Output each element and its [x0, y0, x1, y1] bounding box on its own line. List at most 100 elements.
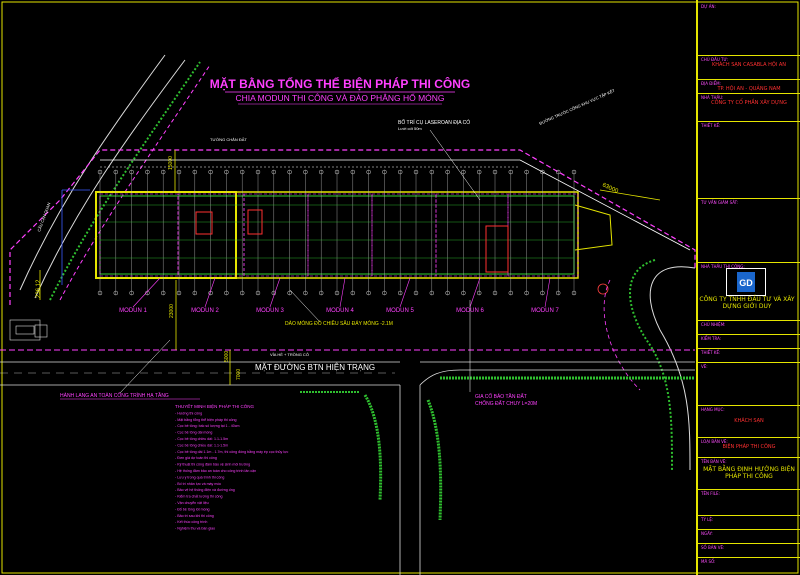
note-boundary-left: CẦU CẠN QUAN [36, 202, 51, 233]
grid-bubble [334, 290, 340, 296]
grid-bubble [508, 290, 513, 296]
legend-line: - Cọc bê tông: bấc số lượng tại 1 - 40cm [175, 424, 240, 428]
drawing-subtitle: CHIA MODUN THI CÔNG VÀ ĐÀO PHẲNG HỐ MÓNG [235, 92, 444, 103]
grid-bubble [271, 169, 276, 175]
grid-bubble [445, 169, 450, 175]
module-zone [435, 193, 509, 277]
legend-line: - Bố trí nhân lực và máy móc [175, 482, 221, 486]
tb-project-label: DỰ ÁN: [701, 4, 716, 9]
grid-bubble [129, 169, 134, 175]
legend-line: - Đơn giá dự toán thi công [175, 456, 217, 460]
grid-bubble [540, 290, 545, 296]
tb-supervisor-label: TƯ VẤN GIÁM SÁT: [701, 200, 739, 205]
legend-line: - Cọc bê tông dài móng [175, 431, 212, 435]
grid-bubble [303, 169, 308, 175]
module-leaders [132, 277, 551, 308]
module-label: MODUN 1 [119, 308, 147, 314]
grid-bubble [382, 169, 387, 175]
tb-number: MÃ SỐ: [698, 557, 800, 573]
grid-bubble [508, 169, 513, 175]
legend-line: - Hệ thống đảm bảo an toàn cho công trìn… [175, 469, 256, 473]
grid-bubble [350, 169, 355, 175]
grid-bubble [255, 169, 261, 175]
existing-structure [9, 319, 48, 341]
grid-bubble [571, 290, 577, 296]
grid-bubble [413, 290, 419, 296]
grid-bubble [571, 169, 577, 175]
stair-core [247, 209, 263, 235]
grid-bubble [271, 290, 276, 296]
grid-bubble [524, 290, 529, 296]
tb-manager-label: CHỦ NHIỆM: [701, 322, 726, 327]
tb-address-value: TP. HỘI AN - QUẢNG NAM [717, 86, 781, 92]
grid-bubble [540, 169, 545, 175]
tb-checker: KIỂM TRA: [698, 334, 800, 348]
legend-line: - Vận chuyển vật liệu [175, 501, 209, 505]
grid-bubble [192, 290, 198, 296]
grid-bubble [556, 290, 561, 296]
tb-drawing-name-value: MẶT BẰNG ĐỊNH HƯỚNG BIỆN PHÁP THI CÔNG [703, 466, 795, 480]
grid-bubble [398, 290, 403, 296]
tb-scale-label: TỶ LỆ: [701, 517, 714, 522]
note-support-sub: CHỐNG ĐẤT CHUY L=20M [475, 400, 537, 407]
dim-c: 7000 [236, 369, 242, 380]
grid-bubble [224, 169, 229, 175]
grid-bubble [113, 290, 119, 296]
right-wall [519, 159, 691, 251]
main-road [0, 349, 695, 575]
legend-line: - Nghiệm thu và bàn giao [175, 527, 215, 531]
legend-line: - Mặt bằng tổng thể biện pháp thi công [175, 417, 237, 422]
grid-bubble [176, 290, 182, 296]
module-label: MODUN 3 [256, 308, 284, 314]
grid-bubble [429, 169, 434, 175]
grid-bubble [287, 169, 292, 175]
tb-owner-label: CHỦ ĐẦU TƯ: [701, 57, 729, 62]
tb-checker-label: KIỂM TRA: [701, 336, 722, 341]
tb-date-label: NGÀY: [701, 531, 713, 536]
grid-bubble [366, 290, 371, 296]
tb-stage-value: KHÁCH SẠN [734, 418, 764, 424]
tb-file-label: TÊN FILE: [701, 491, 720, 496]
structural-grid [97, 169, 577, 296]
legend-line: - Bảo vệ hệ thống điện và đường ống [175, 488, 235, 492]
grid-bubble [160, 290, 166, 296]
tb-owner-value: KHÁCH SẠN CASABLA HỘI AN [712, 62, 786, 68]
tb-supervisor: TƯ VẤN GIÁM SÁT: [698, 198, 800, 218]
svg-text:GD: GD [739, 278, 753, 288]
module-zone [507, 193, 579, 277]
tb-contractor-label: NHÀ THẦU: [701, 95, 724, 100]
note-support: GIA CỐ BẢO TẦN ĐẤT [475, 393, 527, 400]
grid-bubble [492, 169, 498, 175]
module-label: MODUN 7 [531, 308, 559, 314]
grid-bubble [97, 290, 103, 296]
tb-drawer-label: THIẾT KẾ: [701, 350, 721, 355]
grid-bubble [334, 169, 340, 175]
tb-draft: VẼ: [698, 362, 800, 380]
tb-owner: CHỦ ĐẦU TƯ: KHÁCH SẠN CASABLA HỘI AN [698, 55, 800, 79]
grid-bubble [445, 290, 450, 296]
dim-right: 63000 [601, 182, 619, 195]
legend-line: - Kết thúc công trình [175, 520, 207, 524]
site-boundary [9, 149, 696, 305]
note-fence: HÀNH LANG AN TOÀN CÔNG TRÌNH HẠ TẦNG [60, 392, 169, 399]
grid-bubble [145, 169, 150, 175]
tb-project: DỰ ÁN: [698, 3, 800, 23]
module-zone [177, 193, 245, 277]
grid-bubble [461, 169, 466, 175]
dim-b: 5000 [224, 351, 230, 362]
grid-bubble [113, 169, 119, 175]
legend-line: - Hướng thi công [175, 411, 202, 415]
dim-a: 23000 [169, 304, 175, 318]
grid-bubble [160, 169, 166, 175]
module-zone [371, 193, 437, 277]
legend-line: - Bảo trì sau khi thi công [175, 514, 214, 518]
tb-drawing-type-label: LOẠI BẢN VẼ: [701, 439, 728, 444]
grid-bubble [208, 169, 213, 175]
module-label: MODUN 5 [386, 308, 414, 314]
grid-bubble [524, 169, 529, 175]
note-walkway: VỈA HÈ + TRỒNG CỎ [270, 352, 309, 357]
module-zone [243, 193, 309, 277]
tb-stage: HẠNG MỤC: KHÁCH SẠN [698, 405, 800, 437]
grid-bubble [477, 169, 482, 175]
grid-bubble [255, 290, 261, 296]
